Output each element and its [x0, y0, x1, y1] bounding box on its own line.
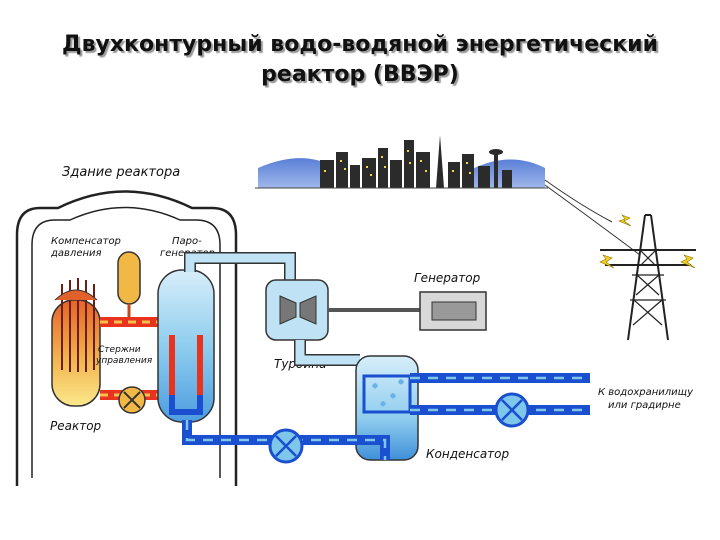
lightning-icon	[599, 214, 696, 269]
steam-gen-label-1: Паро-	[172, 236, 202, 247]
reactor-label: Реактор	[50, 419, 102, 433]
rods-label-2: управления	[95, 356, 153, 366]
power-lines	[544, 179, 641, 256]
rods-label-1: Стержни	[98, 345, 141, 355]
city-skyline	[255, 135, 548, 189]
title-line-1: Двухконтурный водо-водяной энергетически…	[62, 32, 658, 57]
page-title: Двухконтурный водо-водяной энергетически…	[0, 30, 720, 90]
condenser-label: Конденсатор	[426, 447, 510, 461]
feedwater-pump-icon	[268, 428, 304, 464]
cooling-pump-icon	[494, 392, 530, 428]
building-label: Здание реактора	[62, 165, 180, 180]
generator	[419, 291, 487, 331]
pressurizer-label-1: Компенсатор	[51, 236, 121, 247]
pressurizer-label-2: давления	[50, 248, 102, 259]
reactor-building-outline	[15, 190, 238, 486]
outlet-label-1: К водохранилищу	[598, 387, 694, 398]
pressurizer	[117, 251, 141, 322]
exhaust-line	[294, 340, 360, 366]
steam-generator	[157, 269, 215, 423]
transmission-tower	[600, 214, 696, 341]
title-line-2: реактор (ВВЭР)	[261, 62, 459, 87]
steam-line	[184, 252, 296, 282]
generator-label: Генератор	[414, 271, 481, 285]
primary-pump-icon	[118, 386, 146, 414]
outlet-label-2: или градирне	[608, 400, 681, 411]
turbine	[265, 279, 420, 341]
reactor-vessel	[51, 278, 101, 407]
